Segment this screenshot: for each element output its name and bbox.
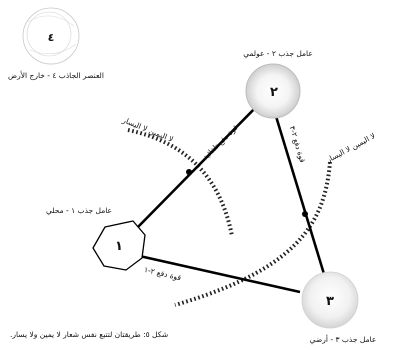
node-4-sketch-lines: [27, 15, 77, 55]
node-2: ٢ عامل جذب ٢ - عولمي: [243, 49, 313, 119]
node-1: ١ عامل جذب ١ - محلي: [46, 206, 146, 271]
dotted-arc-right: [174, 161, 332, 307]
node-4-number: ٤: [48, 31, 55, 44]
node-3: ٣ عامل جذب ٣ - أرضي: [301, 271, 377, 344]
node-4-label: العنصر الجاذب ٤ - خارج الأرض: [8, 70, 104, 80]
link-1-2: [134, 97, 266, 231]
node-2-number: ٢: [270, 85, 278, 100]
force-label-2-3: قوة دفع ٢-٣: [288, 125, 308, 164]
node-2-label: عامل جذب ٢ - عولمي: [243, 49, 313, 58]
figure-caption: شكل ٥: طريقتان لتتبع نفس شعار لا يمين ول…: [10, 330, 169, 339]
node-3-number: ٣: [326, 294, 334, 309]
dotted-arc-left: [127, 128, 234, 237]
arc-label-right: لا اليمين لا اليسار: [324, 131, 377, 165]
force-label-1-3: قوة دفع ٢-١: [143, 265, 182, 282]
link-1-3: [134, 253, 301, 294]
node-4-outline: [22, 7, 80, 65]
junction-dot-2: [302, 211, 308, 217]
node-3-label: عامل جذب ٣ - أرضي: [310, 334, 377, 344]
link-2-3: [273, 112, 326, 275]
node-1-number: ١: [115, 239, 123, 254]
node-1-shape: [92, 220, 146, 271]
force-label-1-2: قوة دفع تلقائية: [201, 122, 240, 161]
node-4-sketch-ring: [26, 11, 72, 57]
node-4: ٤ العنصر الجاذب ٤ - خارج الأرض: [8, 7, 104, 80]
node-1-label: عامل جذب ١ - محلي: [46, 206, 112, 215]
node-2-circle: [245, 63, 301, 119]
node-3-circle: [301, 271, 359, 329]
junction-dot-1: [186, 169, 192, 175]
